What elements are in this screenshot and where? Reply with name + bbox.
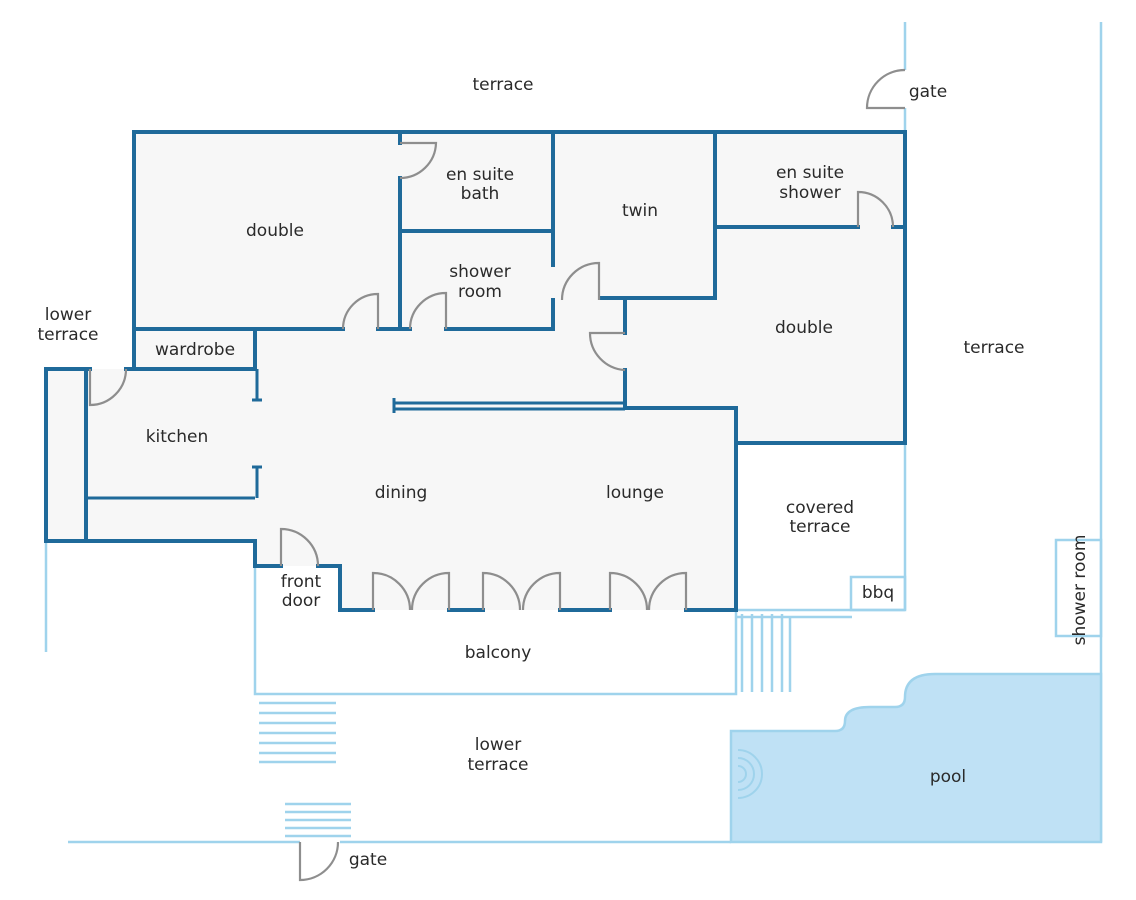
bbq-box [849, 575, 907, 612]
label-wardrobe: wardrobe [155, 340, 235, 360]
outdoor-shower-box [1054, 538, 1103, 638]
label-bbq: bbq [862, 583, 894, 603]
label-outdoor-shower-room: shower room [1070, 535, 1090, 646]
label-shower-room-line1: shower [449, 262, 510, 282]
label-pool: pool [930, 767, 966, 787]
label-double-right: double [775, 318, 833, 338]
label-shower-room-line2: room [458, 282, 502, 302]
pool [729, 672, 1103, 844]
label-dining: dining [375, 483, 428, 503]
label-balcony: balcony [465, 643, 532, 663]
label-en-suite-bath-line1: en suite [446, 165, 514, 185]
label-twin: twin [622, 201, 658, 221]
label-lower-terrace-bottom-line1: lower [475, 735, 521, 755]
doors [88, 68, 906, 882]
walls [44, 130, 907, 612]
label-en-suite-shower-line1: en suite [776, 163, 844, 183]
label-lower-terrace-left-line2: terrace [37, 325, 98, 345]
label-front-door-line2: door [282, 591, 321, 611]
interior-floor [46, 132, 905, 610]
label-covered-terrace-line1: covered [786, 498, 854, 518]
steps-right [740, 614, 784, 692]
label-gate-top: gate [909, 82, 947, 102]
label-lounge: lounge [606, 483, 664, 503]
label-gate-bottom: gate [349, 850, 387, 870]
label-front-door-line1: front [281, 572, 322, 592]
steps-bottom [285, 802, 351, 838]
label-en-suite-bath-line2: bath [461, 184, 500, 204]
label-terrace-top: terrace [472, 75, 533, 95]
label-en-suite-shower-line2: shower [779, 183, 840, 203]
label-lower-terrace-left-line1: lower [45, 305, 91, 325]
label-lower-terrace-bottom-line2: terrace [467, 755, 528, 775]
label-double-left: double [246, 221, 304, 241]
label-kitchen: kitchen [146, 427, 209, 447]
label-terrace-right: terrace [963, 338, 1024, 358]
room-labels: terrace gate double en suite bath twin e… [37, 75, 1090, 870]
steps-left [259, 701, 336, 764]
label-covered-terrace-line2: terrace [789, 517, 850, 537]
